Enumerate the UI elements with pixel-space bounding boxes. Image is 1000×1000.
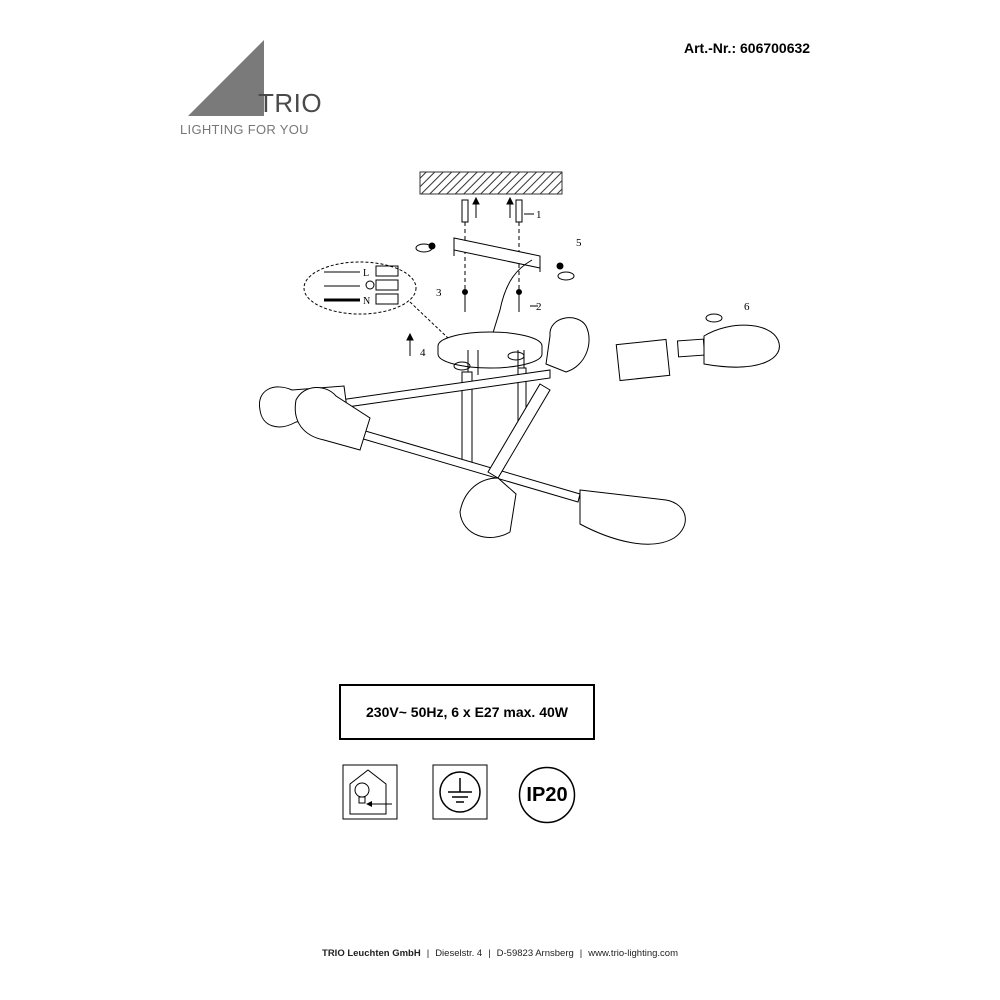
footer-separator: | — [579, 948, 583, 959]
ip-circle-icon — [518, 766, 576, 824]
footer-separator: | — [426, 948, 430, 959]
footer: TRIO Leuchten GmbH | Dieselstr. 4 | D-59823 … — [0, 948, 1000, 959]
callout-4: 4 — [420, 347, 426, 359]
loose-bulb — [676, 324, 780, 368]
ip-rating-text: IP20 — [526, 783, 568, 806]
trio-logo: TRIO LIGHTING FOR YOU — [180, 40, 340, 140]
supply-wire — [491, 259, 533, 337]
callout-labels: 1 2 3 4 5 6 — [420, 209, 750, 359]
logo-tagline: LIGHTING FOR YOU — [180, 122, 309, 137]
protective-earth-icon — [432, 764, 488, 820]
callout-1: 1 — [536, 209, 542, 221]
ceiling-hatch — [419, 171, 563, 195]
mounting-bracket — [428, 237, 564, 272]
assembly-diagram: L N — [258, 171, 780, 545]
dowel-left — [461, 196, 480, 290]
callout-2: 2 — [536, 301, 542, 313]
dowel-right — [506, 196, 534, 290]
mounting-screws — [462, 289, 538, 312]
callout-5: 5 — [576, 237, 582, 249]
article-number: Art.-Nr.: 606700632 — [684, 40, 811, 56]
lamp-sockets — [258, 317, 686, 545]
logo-wordmark: TRIO — [258, 88, 323, 118]
callout-3: 3 — [436, 287, 442, 299]
footer-company: TRIO Leuchten GmbH — [322, 948, 421, 959]
terminal-l-label: L — [363, 268, 369, 279]
spec-rating: 230V~ 50Hz, 6 x E27 max. 40W — [366, 704, 568, 720]
terminal-n-label: N — [363, 296, 370, 307]
rotation-arrows — [406, 243, 723, 371]
footer-street: Dieselstr. 4 — [435, 948, 483, 959]
logo-triangle-icon — [188, 40, 264, 116]
wiring-detail: L N — [303, 261, 449, 339]
footer-separator: | — [488, 948, 491, 959]
bulb-in-house-icon — [342, 764, 398, 820]
spec-box: 230V~ 50Hz, 6 x E27 max. 40W — [339, 684, 595, 740]
lamp-arms — [339, 369, 581, 503]
footer-city: D-59823 Arnsberg — [496, 948, 574, 959]
ip-rating-badge: IP20 — [518, 766, 576, 824]
callout-6: 6 — [744, 301, 750, 313]
footer-website[interactable]: www.trio-lighting.com — [588, 948, 678, 959]
